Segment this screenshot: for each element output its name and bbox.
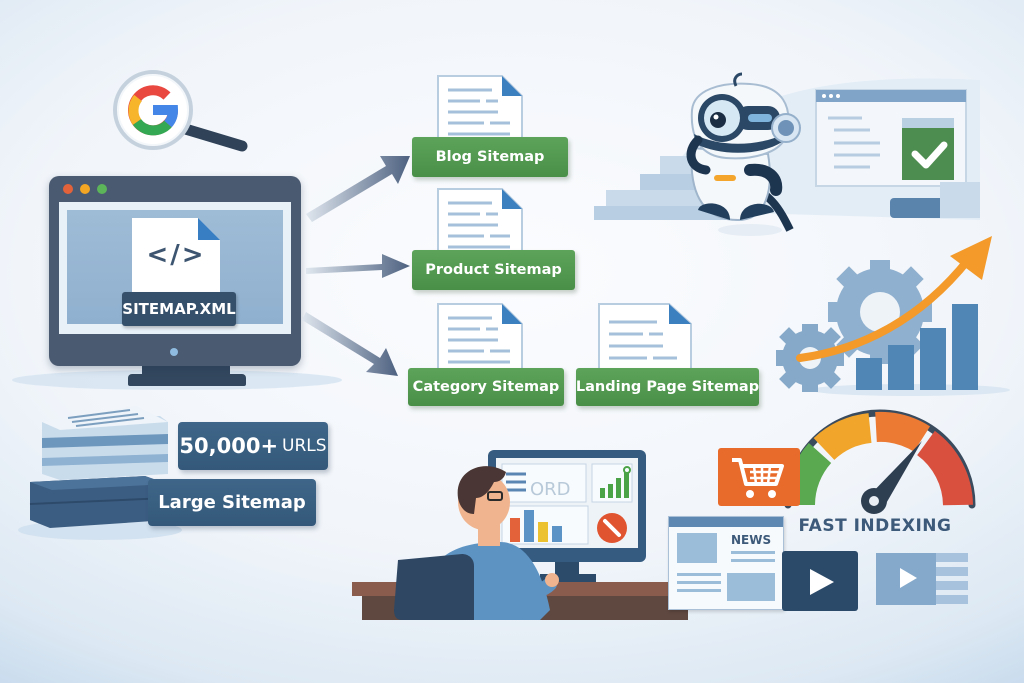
fast-indexing-title: FAST INDEXING [798, 516, 952, 536]
window-controls [63, 184, 107, 194]
cart-badge [718, 448, 800, 506]
power-led [170, 348, 178, 356]
server-stack-icon [18, 406, 182, 540]
arrow-to-blog [306, 156, 410, 222]
blog-doc-icon [437, 75, 523, 143]
speed-gauge-icon [784, 409, 976, 514]
category-doc-icon [437, 303, 523, 371]
arrow-to-product [306, 254, 410, 278]
gear-icon [828, 260, 932, 364]
monitor-base [128, 374, 246, 386]
video-list [936, 553, 968, 605]
news-window: NEWS [668, 516, 784, 610]
maximize-dot [97, 184, 107, 194]
minimize-dot [80, 184, 90, 194]
code-glyph: </> [146, 240, 206, 270]
growth-chart-with-gears [776, 236, 1010, 396]
robot-crawler-illustration [594, 72, 980, 236]
url-count-badge: 50,000+ URLS [178, 422, 328, 470]
play-icon-small [900, 568, 917, 588]
landing-page-sitemap-label: Landing Page Sitemap [576, 368, 759, 406]
google-magnifier-icon [113, 70, 248, 152]
blog-sitemap-label: Blog Sitemap [412, 137, 568, 177]
checkmark-icon [911, 141, 948, 169]
screen-text: ORD [530, 479, 571, 500]
code-file-icon [132, 218, 220, 298]
play-icon [810, 569, 834, 595]
video-player [782, 551, 858, 611]
workstation-illustration: ORD [352, 450, 692, 620]
arrows [302, 156, 410, 376]
product-sitemap-label: Product Sitemap [412, 250, 575, 290]
arrow-to-category [302, 312, 398, 376]
url-count-value: 50,000+ [179, 434, 279, 458]
large-sitemap-badge: Large Sitemap [148, 479, 316, 526]
landing-doc-icon [598, 303, 692, 371]
news-label: NEWS [731, 533, 772, 547]
product-doc-icon [437, 188, 523, 256]
shopping-cart-icon [732, 458, 784, 498]
close-dot [63, 184, 73, 194]
url-count-unit: URLS [282, 436, 327, 456]
category-sitemap-label: Category Sitemap [408, 368, 564, 406]
video-thumbnail [876, 553, 936, 605]
sitemap-xml-label: SITEMAP.XML [122, 292, 236, 326]
